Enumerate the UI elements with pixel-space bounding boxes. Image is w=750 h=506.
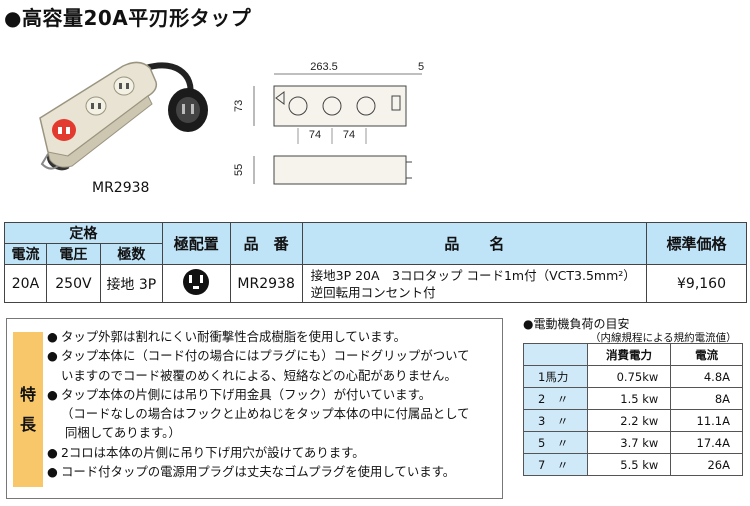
spec-table: 定格 極配置 品 番 品 名 標準価格 電流 電圧 極数 20A 250V 接地… [4,222,747,303]
header-product-name: 品 名 [301,222,648,265]
product-photo [39,61,208,171]
dim-end: 5 [418,61,424,73]
model-caption: MR2938 [92,180,150,196]
header-voltage: 電圧 [45,243,101,265]
cell-price: ¥9,160 [646,264,747,303]
page-title: ●高容量20A平刃形タップ [4,6,252,30]
motor-header-hp [523,343,588,366]
features-list: ● タップ外郭は割れにくい耐衝撃性合成樹脂を使用しています。 ● タップ本体に（… [47,327,499,481]
header-poles: 極数 [99,243,163,265]
header-price: 標準価格 [646,222,747,265]
table-row: 5 〃 3.7 kw 17.4A [523,431,743,454]
list-item: ● タップ本体に（コード付の場合にはプラグにも）コードグリップがついて いますの… [47,348,470,383]
cell-part-number: MR2938 [229,264,303,303]
plug-icon [168,88,208,132]
dim-height: 73 [233,100,245,112]
dimension-drawing: 263.5 5 73 74 74 55 [233,61,424,185]
cell-current: 20A [4,264,47,303]
header-part-number: 品 番 [229,222,303,265]
list-item: ● タップ本体の片側には吊り下げ用金具（フック）が付いています。 （コードなしの… [47,386,470,441]
header-pole-layout: 極配置 [161,222,231,265]
dim-length: 263.5 [310,61,338,73]
list-item: ● タップ外郭は割れにくい耐衝撃性合成樹脂を使用しています。 [47,329,407,344]
dim-pitch-1: 74 [309,129,321,141]
motor-load-table: 消費電力 電流 1馬力 0.75kw 4.8A 2 〃 1.5 kw 8A 3 … [523,343,743,476]
motor-load-note: （内線規程による規約電流値） [590,332,737,344]
features-label: 特 長 [13,332,43,487]
header-rating: 定格 [4,222,163,244]
cell-product-name: 接地3P 20A 3コロタップ コード1m付（VCT3.5mm²） 逆回転用コン… [301,264,648,303]
tap-body-icon [39,61,158,170]
motor-load-title: ●電動機負荷の目安 [523,317,630,331]
features-label-2: 長 [19,414,36,434]
motor-header-power: 消費電力 [586,343,672,366]
motor-header-current: 電流 [670,343,743,366]
cell-pole-layout [161,264,231,303]
features-label-1: 特 [19,384,36,404]
table-row: 1馬力 0.75kw 4.8A [523,365,743,388]
product-name-line2: 逆回転用コンセント付 [310,284,436,300]
table-row: 2 〃 1.5 kw 8A [523,387,743,410]
list-item: ● 2コロは本体の片側に吊り下げ用穴が設けてあります。 [47,444,365,460]
outlet-pole-icon [183,268,210,295]
table-row: 20A 250V 接地 3P MR2938 接地3P 20A 3コロタップ コー… [4,264,747,303]
product-name-line1: 接地3P 20A 3コロタップ コード1m付（VCT3.5mm²） [310,267,636,283]
cell-poles: 接地 3P [99,264,163,303]
features-box: 特 長 ● タップ外郭は割れにくい耐衝撃性合成樹脂を使用しています。 ● タップ… [6,318,503,499]
cell-voltage: 250V [45,264,101,303]
dim-depth: 55 [233,164,245,176]
header-current: 電流 [4,243,47,265]
table-row: 7 〃 5.5 kw 26A [523,453,743,476]
dim-pitch-2: 74 [343,129,355,141]
table-row: 3 〃 2.2 kw 11.1A [523,409,743,432]
list-item: ● コード付タップの電源用プラグは丈夫なゴムプラグを使用しています。 [47,464,456,480]
